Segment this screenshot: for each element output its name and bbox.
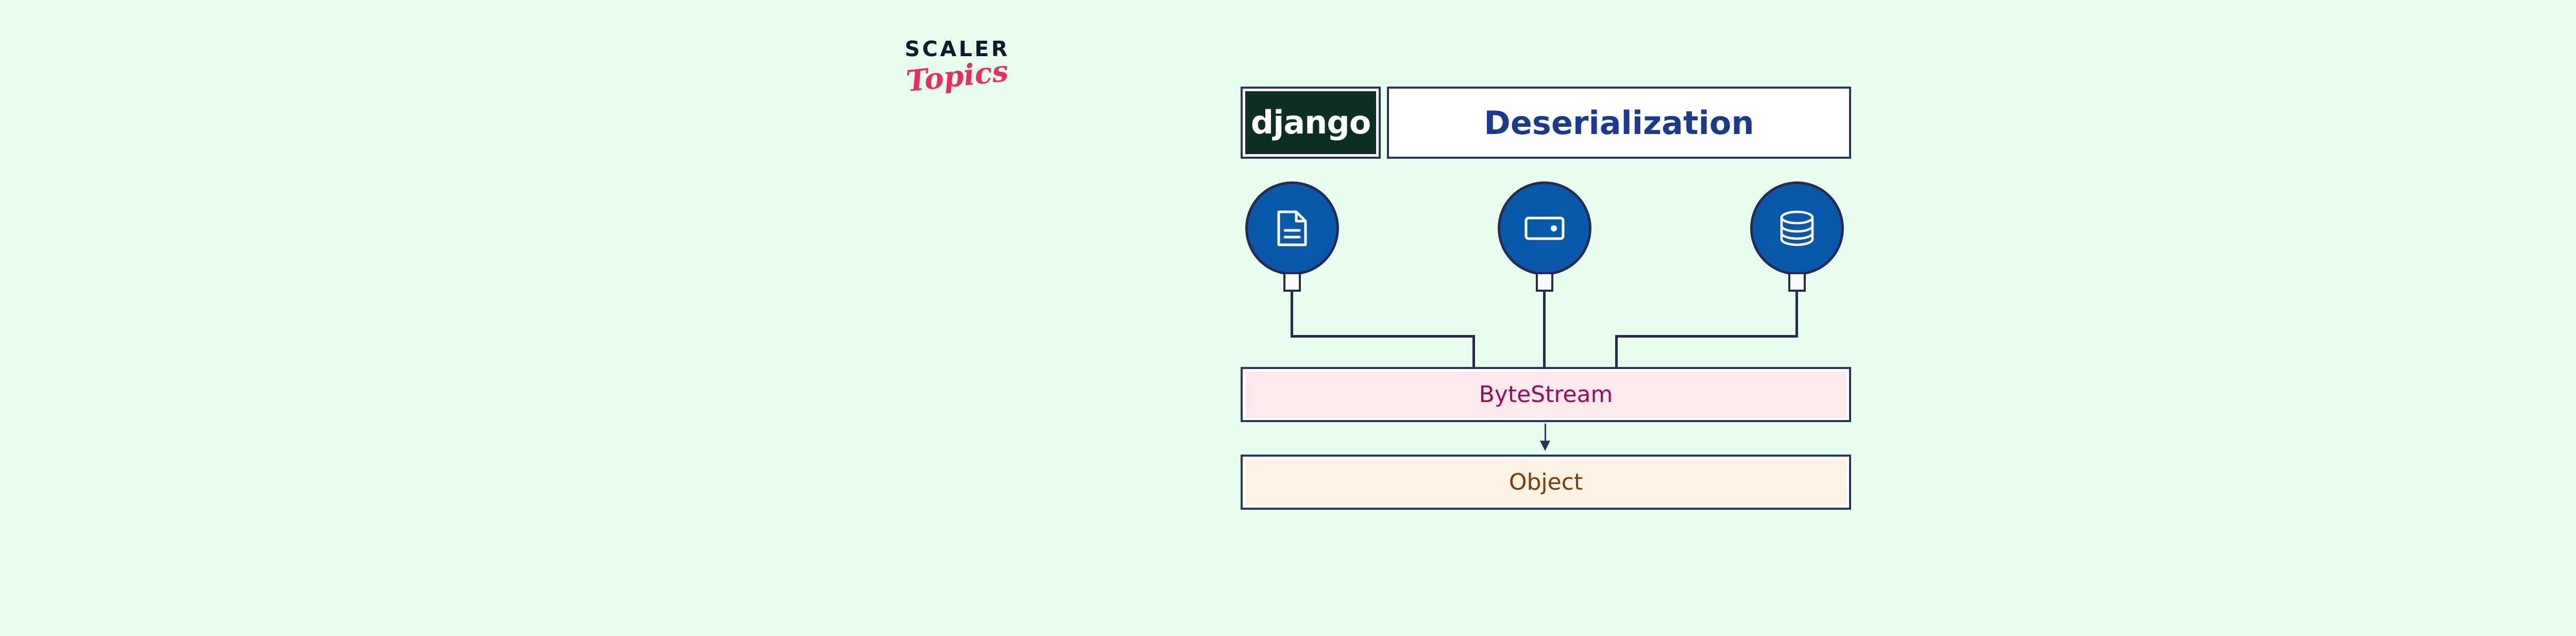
object-inner: Object <box>1245 459 1846 505</box>
connector-line-database-drop <box>1615 335 1618 368</box>
diagram-title-box: Deserialization <box>1387 87 1851 159</box>
connector-line-server-vertical <box>1543 292 1546 368</box>
connector-square-server <box>1536 272 1553 292</box>
bytestream-inner: ByteStream <box>1245 372 1846 417</box>
connector-line-file-vertical <box>1291 292 1293 335</box>
django-logo-label: django <box>1250 104 1371 141</box>
connector-square-file <box>1283 272 1301 292</box>
source-node-server <box>1498 181 1591 275</box>
logo-wordmark: SCALER <box>904 37 1010 61</box>
django-logo-box: django <box>1241 87 1381 159</box>
file-document-icon <box>1276 210 1309 247</box>
object-label: Object <box>1509 469 1583 495</box>
connector-line-file-drop <box>1472 335 1475 368</box>
diagram-title: Deserialization <box>1484 104 1754 142</box>
object-box: Object <box>1241 455 1851 510</box>
source-node-file <box>1245 181 1339 275</box>
flow-arrow-head-icon <box>1540 441 1550 451</box>
connector-square-database <box>1788 272 1806 292</box>
database-cylinder-icon <box>1779 210 1815 247</box>
flow-arrow-shaft <box>1545 424 1546 443</box>
connector-line-database-vertical <box>1795 292 1798 335</box>
bytestream-box: ByteStream <box>1241 367 1851 422</box>
source-node-database <box>1750 181 1844 275</box>
connector-line-file-horizontal <box>1291 335 1475 338</box>
bytestream-label: ByteStream <box>1479 381 1613 408</box>
django-logo-icon: django <box>1245 91 1376 154</box>
scaler-topics-logo: SCALER Topics <box>888 39 1027 111</box>
django-logo-inner: django <box>1245 91 1376 154</box>
connector-line-database-horizontal <box>1615 335 1798 338</box>
server-drive-icon <box>1524 216 1565 241</box>
diagram-title-inner: Deserialization <box>1392 91 1846 154</box>
